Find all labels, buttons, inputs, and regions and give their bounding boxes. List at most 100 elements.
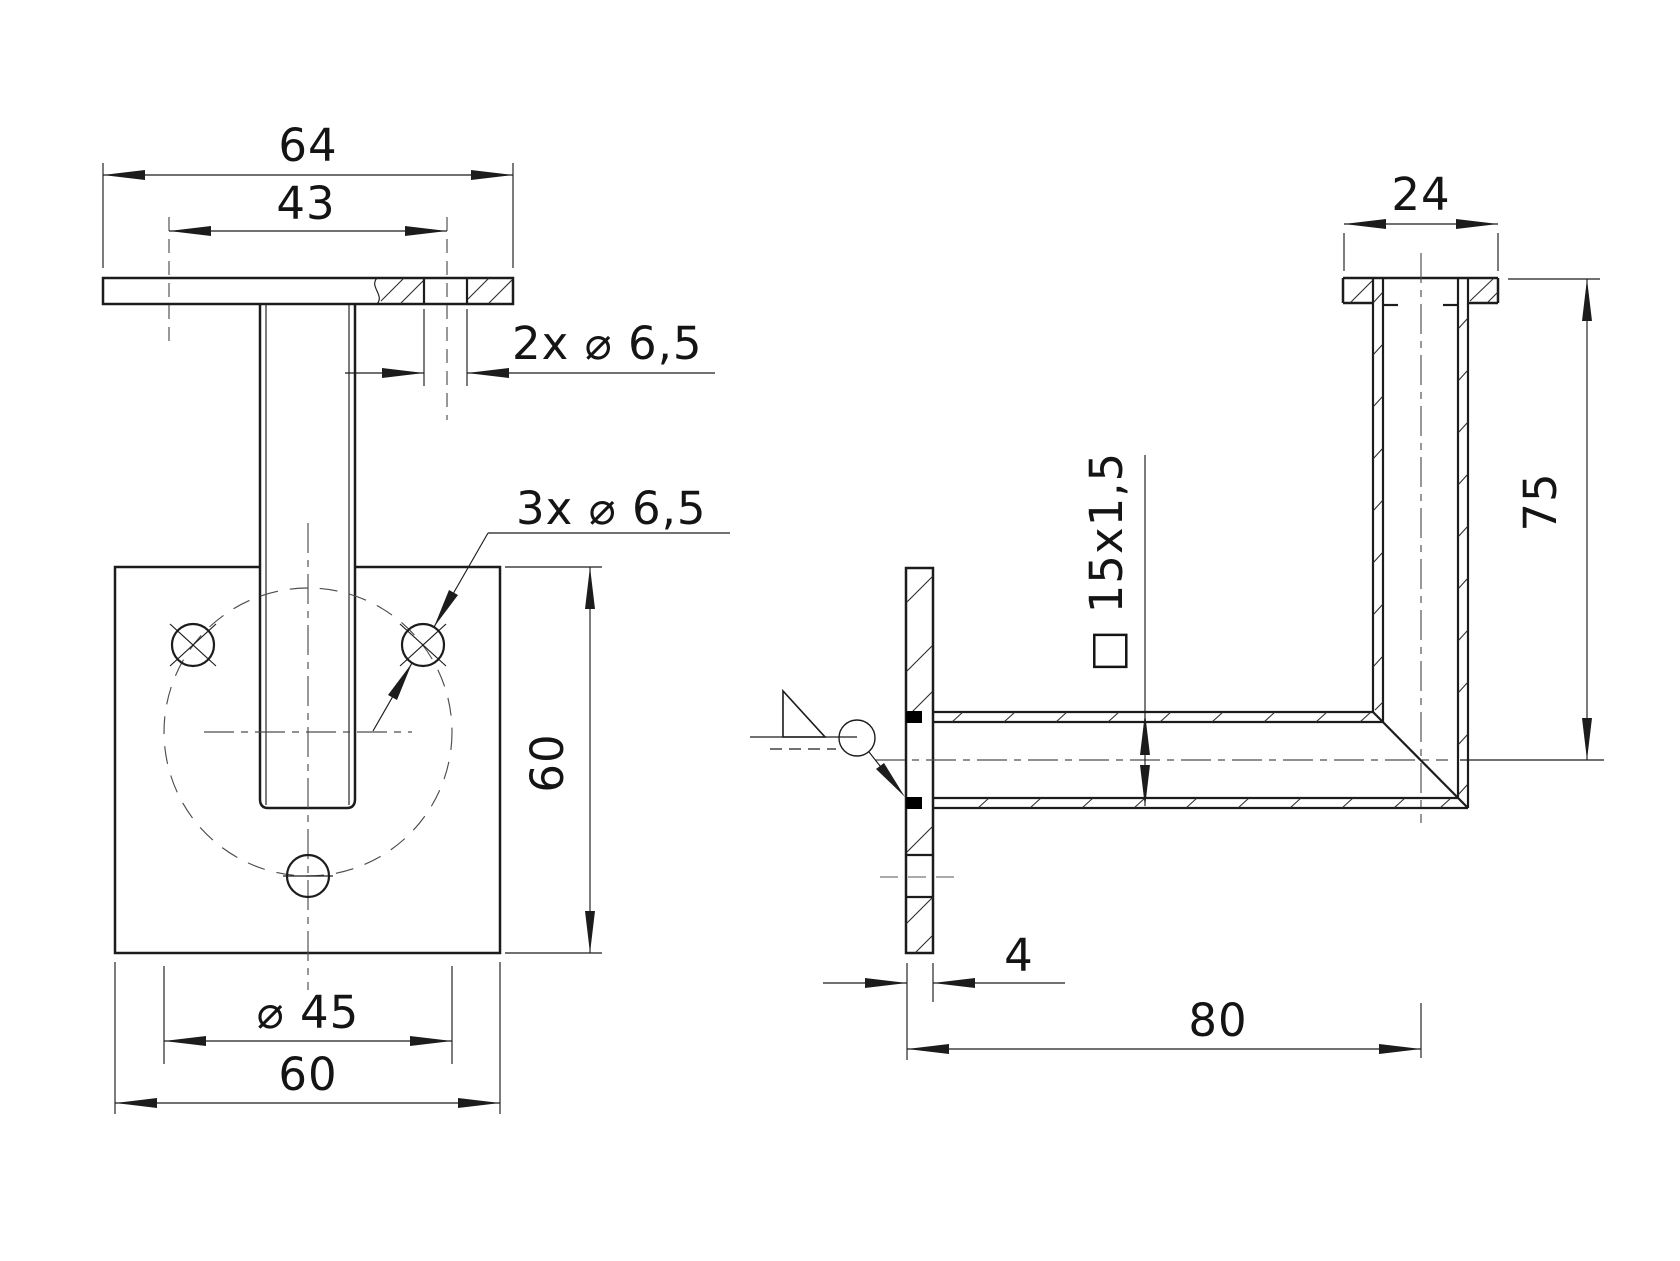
hatch-tick (1372, 655, 1384, 668)
hatch-line (380, 277, 405, 302)
hatch-tick (977, 797, 990, 809)
hatch-line (914, 934, 934, 954)
section-hatch (380, 277, 513, 305)
mounting-hole-top-right (399, 622, 447, 668)
hole-circle (400, 622, 446, 668)
callout-plate-holes: 3x ⌀ 6,5 (372, 482, 730, 732)
dim-bolt-circle: ⌀ 45 (163, 966, 453, 1064)
arrowhead (471, 170, 513, 180)
dim-plate-thickness: 4 (823, 929, 1065, 1060)
weld-bead (906, 797, 922, 809)
hole-circle (170, 622, 216, 668)
hatch-line (905, 644, 934, 673)
arrowhead (1140, 713, 1150, 755)
dim-text-60-width: 60 (278, 1048, 337, 1101)
hatch-line (399, 279, 425, 305)
hatch-tick (1372, 395, 1384, 408)
hatch-line (911, 690, 934, 713)
hatch-tick (1457, 473, 1469, 486)
tube-wall-hatch (951, 711, 1452, 809)
dim-top-holes: 2x ⌀ 6,5 (345, 309, 715, 386)
dim-text-43: 43 (276, 177, 335, 230)
dim-text-d45: ⌀ 45 (257, 986, 360, 1039)
mounting-hole-bottom (283, 853, 333, 899)
arrowhead (1140, 765, 1150, 807)
arrowhead (585, 567, 595, 609)
weld-symbol (750, 688, 905, 797)
hatch-tick (1159, 711, 1172, 723)
weld-bead (906, 711, 922, 723)
arrowhead (1379, 1044, 1421, 1054)
hatch-tick (1457, 421, 1469, 434)
hatch-line (466, 277, 490, 301)
hatch-tick (1237, 797, 1250, 809)
dim-tube-profile: □ 15x1,5 (1080, 452, 1150, 807)
hatch-tick (1029, 797, 1042, 809)
hatch-line (905, 896, 934, 925)
arrowhead (458, 1098, 500, 1108)
hatch-tick (1133, 797, 1146, 809)
arrowhead (907, 1044, 949, 1054)
dim-plate-height: 60 (505, 566, 602, 954)
dim-overall-width: 64 (102, 119, 514, 268)
side-wall-plate (880, 566, 957, 955)
arrowhead (1582, 279, 1592, 321)
hatch-tick (1003, 711, 1016, 723)
mounting-hole-top-left (169, 622, 217, 668)
hatch-tick (1372, 551, 1384, 564)
hatch-tick (1372, 343, 1384, 356)
dim-text-3x-6-5: 3x ⌀ 6,5 (516, 482, 707, 535)
hatch-line (905, 825, 934, 854)
hatch-tick (1372, 291, 1384, 304)
miter-joint-line (1372, 711, 1469, 809)
hatch-line (905, 575, 934, 604)
hole-cross (169, 623, 217, 667)
hole-cross (399, 623, 447, 667)
hatch-line (1469, 277, 1495, 302)
dim-text-24: 24 (1391, 168, 1450, 221)
dim-text-profile: □ 15x1,5 (1080, 452, 1133, 672)
arrowhead (865, 978, 907, 988)
side-view: 24 75 □ 15x1,5 4 (750, 168, 1604, 1060)
dim-overall-height: 75 (1460, 278, 1604, 761)
plate-hatch (905, 575, 934, 954)
hatch-tick (1359, 711, 1372, 723)
arrowhead (876, 763, 905, 797)
hatch-tick (1439, 797, 1452, 809)
arrowhead (103, 170, 145, 180)
hatch-tick (1315, 711, 1328, 723)
hatch-tick (1289, 797, 1302, 809)
hatch-tick (1263, 711, 1276, 723)
hatch-tick (1457, 317, 1469, 330)
hatch-tick (1372, 603, 1384, 616)
arrowhead (434, 590, 458, 627)
front-saddle-plate (101, 217, 515, 420)
dim-text-64: 64 (278, 119, 337, 172)
dim-text-2x-6-5: 2x ⌀ 6,5 (512, 317, 703, 370)
hatch-tick (1457, 629, 1469, 642)
hatch-tick (1457, 577, 1469, 590)
arrowhead (1582, 718, 1592, 760)
break-line (374, 277, 380, 305)
dim-hole-spacing: 43 (169, 177, 447, 236)
hatch-tick (1393, 797, 1406, 809)
dim-text-4: 4 (1004, 929, 1034, 982)
fillet-weld-icon (782, 688, 827, 738)
hatch-tick (951, 711, 964, 723)
hatch-line (487, 279, 513, 305)
front-wall-plate (113, 523, 502, 990)
front-view: 64 43 2x ⌀ 6,5 3x ⌀ 6,5 (101, 119, 730, 1114)
dim-text-80: 80 (1188, 994, 1247, 1047)
arrowhead (115, 1098, 157, 1108)
arrowhead (164, 1036, 206, 1046)
hatch-tick (1374, 701, 1384, 711)
hatch-tick (1457, 525, 1469, 538)
weld-all-around-icon (838, 719, 876, 757)
arrowhead (410, 1036, 452, 1046)
hatch-tick (1457, 783, 1469, 796)
side-horizontal-tube (933, 710, 1468, 810)
hatch-tick (1185, 797, 1198, 809)
tube-wall-hatch (1372, 291, 1469, 796)
arrowhead (585, 911, 595, 953)
